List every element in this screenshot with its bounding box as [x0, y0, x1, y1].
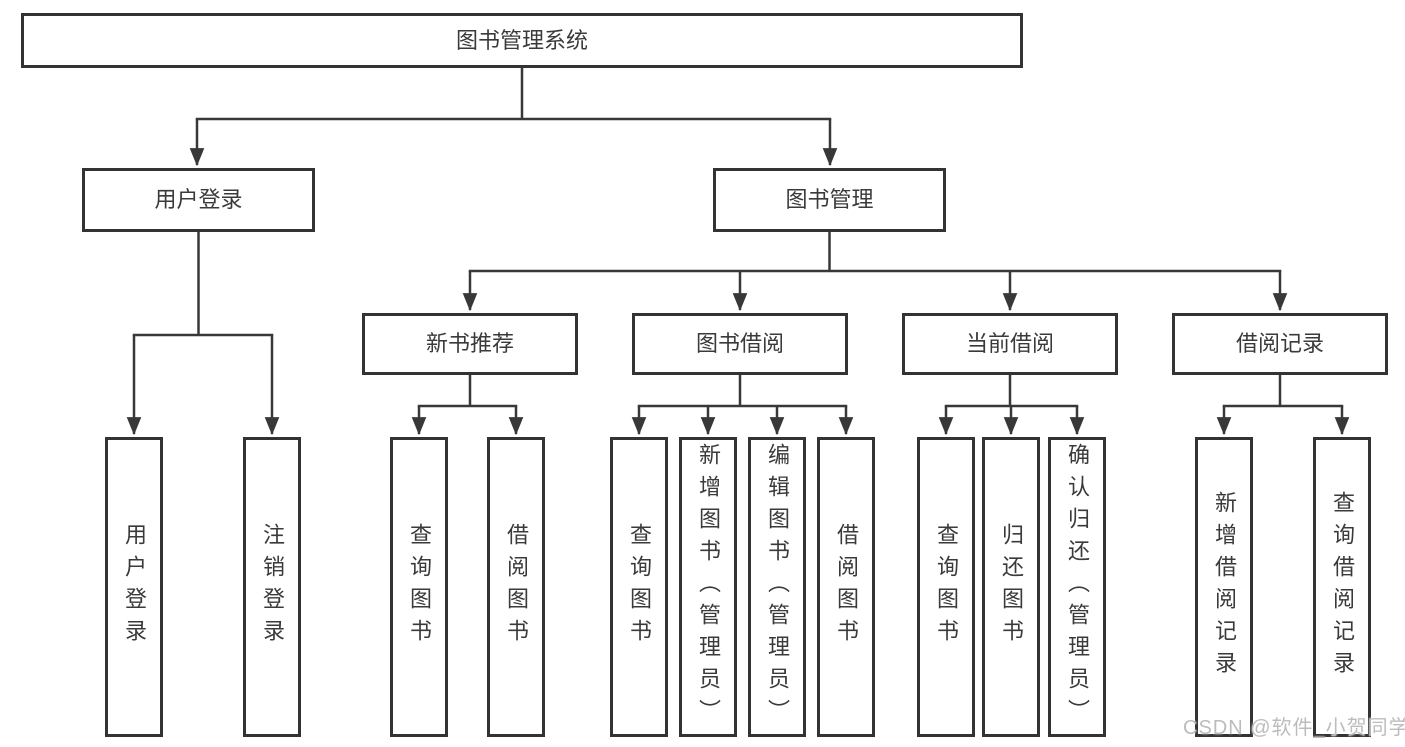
- leaf-borrow-books-1: 借阅图书: [487, 437, 545, 737]
- leaf-borrow-books-2-label: 借阅图书: [834, 523, 859, 651]
- leaf-logout-label: 注销登录: [260, 523, 285, 651]
- node-book-management-label: 图书管理: [785, 187, 874, 212]
- leaf-query-books-2-label: 查询图书: [627, 523, 652, 651]
- leaf-user-login: 用户登录: [105, 437, 163, 737]
- node-system-root: 图书管理系统: [21, 13, 1023, 68]
- leaf-add-borrow-record: 新增借阅记录: [1195, 437, 1253, 737]
- node-system-root-label: 图书管理系统: [455, 27, 588, 53]
- leaf-edit-books-admin-label: 编辑图书（管理员）: [765, 443, 790, 731]
- leaf-query-borrow-record: 查询借阅记录: [1313, 437, 1371, 737]
- leaf-query-books-3: 查询图书: [917, 437, 975, 737]
- node-borrow-records: 借阅记录: [1172, 313, 1388, 375]
- node-user-login-label: 用户登录: [154, 187, 243, 212]
- leaf-return-books-label: 归还图书: [999, 523, 1024, 651]
- leaf-add-borrow-record-label: 新增借阅记录: [1212, 491, 1237, 683]
- leaf-query-books-1: 查询图书: [390, 437, 448, 737]
- node-book-management: 图书管理: [713, 168, 946, 232]
- leaf-query-books-1-label: 查询图书: [407, 523, 432, 651]
- leaf-add-books-admin-label: 新增图书（管理员）: [696, 443, 721, 731]
- node-borrow-records-label: 借阅记录: [1235, 331, 1324, 356]
- node-current-borrow: 当前借阅: [902, 313, 1118, 375]
- leaf-query-books-3-label: 查询图书: [934, 523, 959, 651]
- node-current-borrow-label: 当前借阅: [965, 331, 1054, 356]
- node-new-book-recommend: 新书推荐: [362, 313, 578, 375]
- leaf-confirm-return-admin-label: 确认归还（管理员）: [1065, 443, 1090, 731]
- csdn-watermark: CSDN @软件_小贺同学: [1183, 717, 1405, 739]
- node-book-borrow: 图书借阅: [632, 313, 848, 375]
- leaf-add-books-admin: 新增图书（管理员）: [679, 437, 737, 737]
- leaf-borrow-books-2: 借阅图书: [817, 437, 875, 737]
- leaf-return-books: 归还图书: [982, 437, 1040, 737]
- leaf-borrow-books-1-label: 借阅图书: [504, 523, 529, 651]
- leaf-edit-books-admin: 编辑图书（管理员）: [748, 437, 806, 737]
- leaf-user-login-label: 用户登录: [122, 523, 147, 651]
- node-user-login: 用户登录: [82, 168, 315, 232]
- leaf-query-borrow-record-label: 查询借阅记录: [1330, 491, 1355, 683]
- node-new-book-recommend-label: 新书推荐: [425, 331, 514, 356]
- leaf-query-books-2: 查询图书: [610, 437, 668, 737]
- leaf-logout: 注销登录: [243, 437, 301, 737]
- node-book-borrow-label: 图书借阅: [695, 331, 784, 356]
- leaf-confirm-return-admin: 确认归还（管理员）: [1048, 437, 1106, 737]
